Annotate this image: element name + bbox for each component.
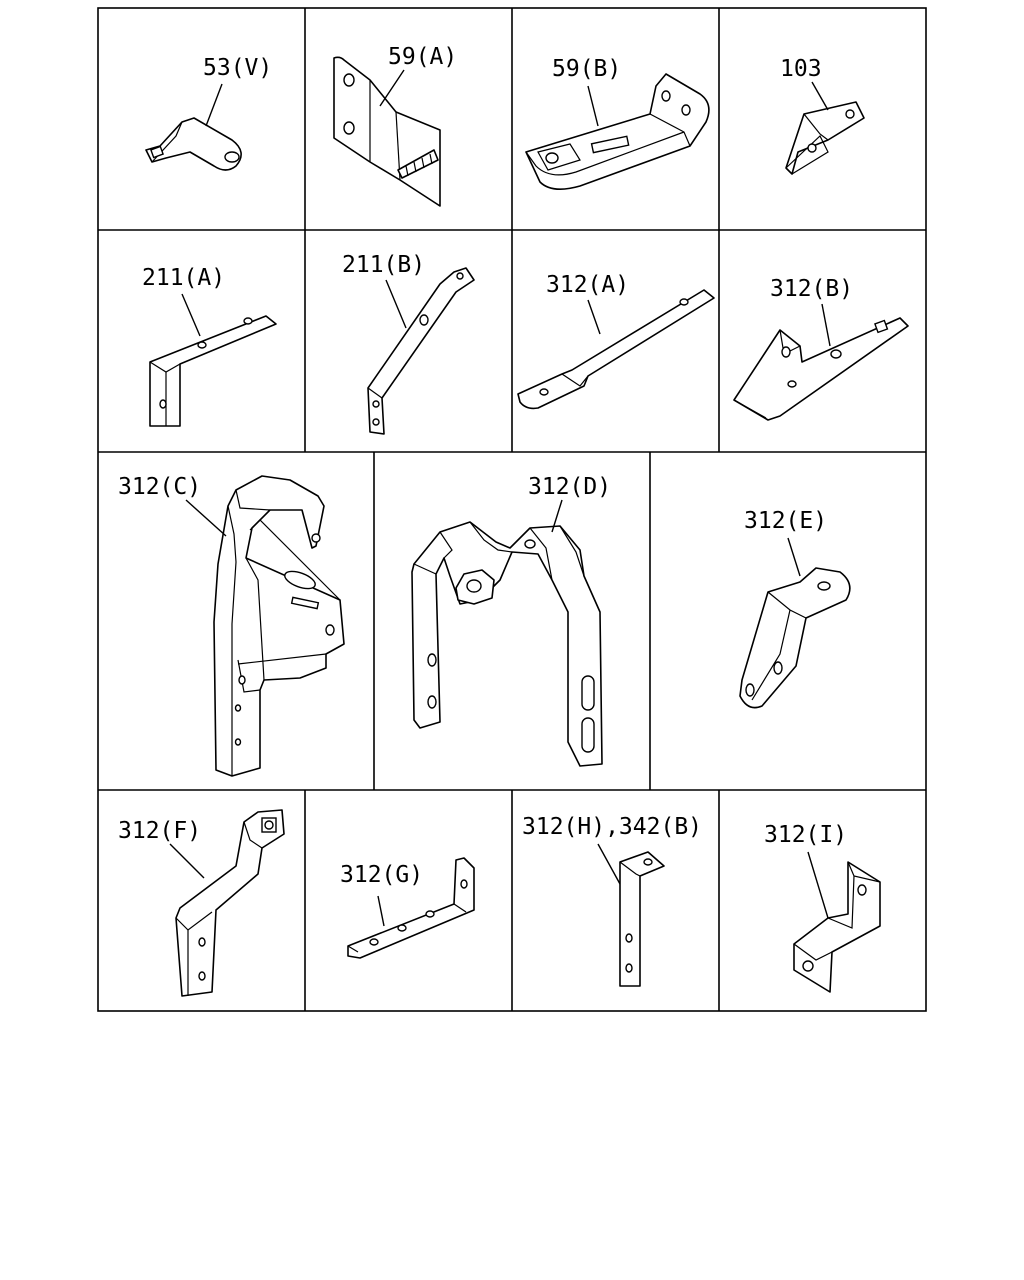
part-label: 312(G) bbox=[340, 862, 423, 888]
part-label: 312(D) bbox=[528, 474, 611, 500]
part-312a[interactable]: 312(A) bbox=[517, 272, 715, 410]
part-label: 312(H),342(B) bbox=[522, 814, 702, 840]
part-312f[interactable]: 312(F) bbox=[118, 809, 285, 997]
part-label: 312(I) bbox=[764, 822, 847, 848]
part-59a[interactable]: 59(A) bbox=[333, 44, 457, 207]
part-label: 211(A) bbox=[142, 265, 225, 291]
grid-frame bbox=[97, 7, 927, 1012]
part-label: 312(F) bbox=[118, 818, 201, 844]
part-211b[interactable]: 211(B) bbox=[342, 252, 475, 435]
part-211a[interactable]: 211(A) bbox=[142, 265, 277, 427]
part-label: 103 bbox=[780, 56, 822, 82]
part-53v[interactable]: 53(V) bbox=[145, 55, 272, 171]
part-59b[interactable]: 59(B) bbox=[525, 56, 710, 190]
part-label: 312(C) bbox=[118, 474, 201, 500]
part-label: 59(B) bbox=[552, 56, 621, 82]
part-label: 211(B) bbox=[342, 252, 425, 278]
part-label: 312(A) bbox=[546, 272, 629, 298]
part-312g[interactable]: 312(G) bbox=[340, 857, 475, 959]
part-label: 312(E) bbox=[744, 508, 827, 534]
part-312c[interactable]: 312(C) bbox=[118, 474, 345, 777]
part-312h-342b[interactable]: 312(H),342(B) bbox=[522, 814, 702, 987]
part-103[interactable]: 103 bbox=[780, 56, 865, 175]
part-label: 312(B) bbox=[770, 276, 853, 302]
part-label: 53(V) bbox=[203, 55, 272, 81]
part-312e[interactable]: 312(E) bbox=[739, 508, 851, 709]
part-312d[interactable]: 312(D) bbox=[411, 474, 611, 767]
part-label: 59(A) bbox=[388, 44, 457, 70]
part-312i[interactable]: 312(I) bbox=[764, 822, 881, 993]
part-312b[interactable]: 312(B) bbox=[733, 276, 909, 421]
